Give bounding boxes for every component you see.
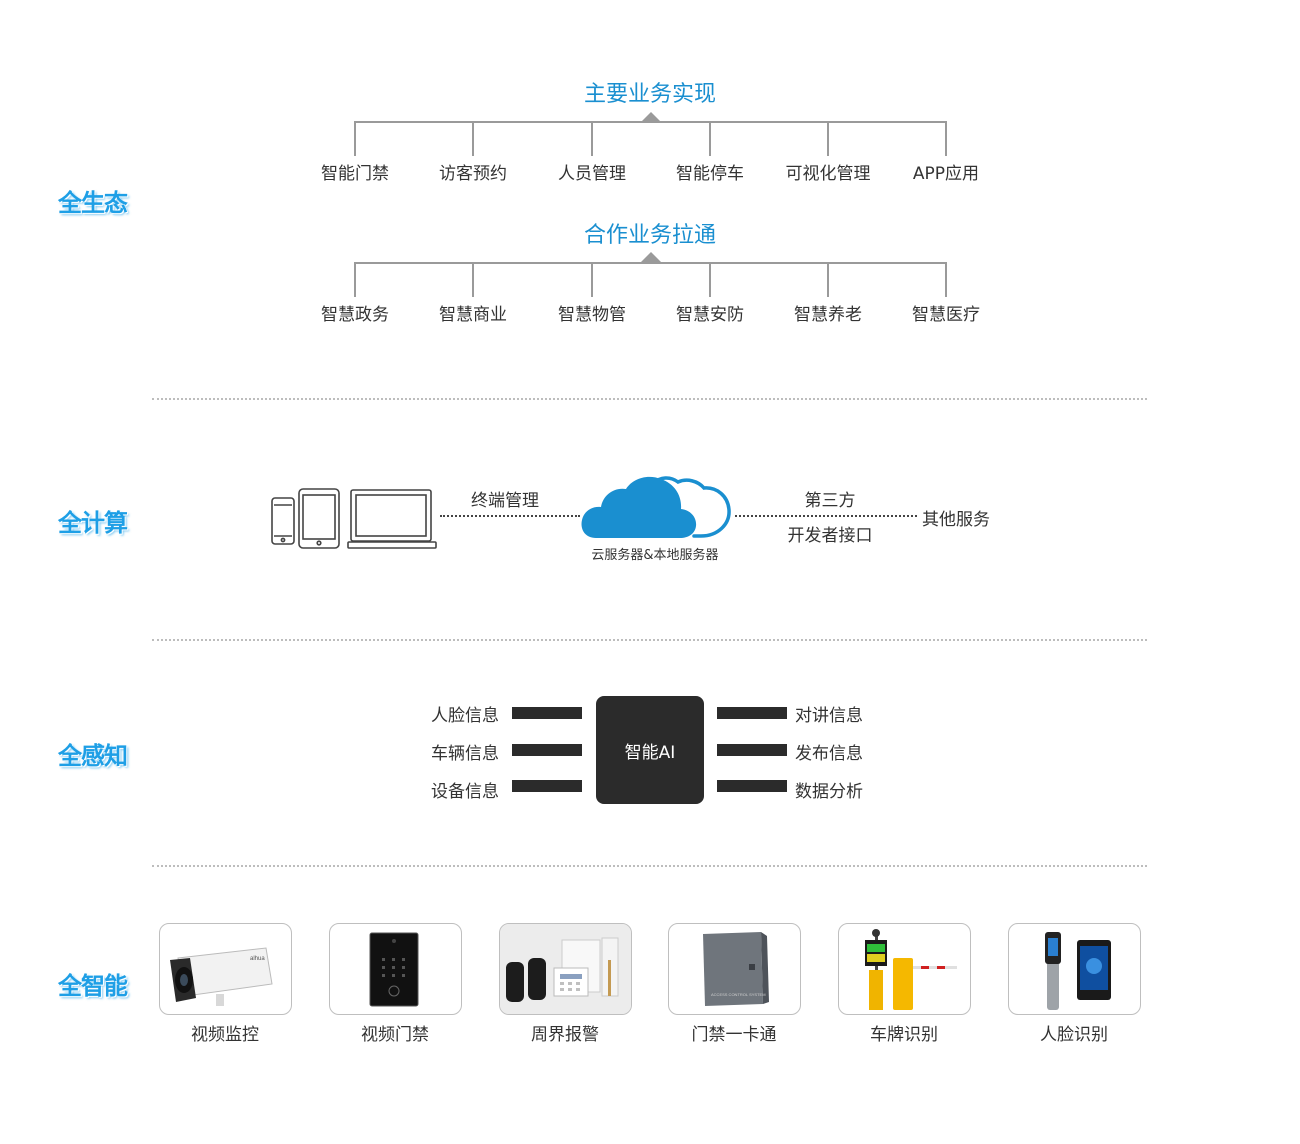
device-card-video-door[interactable]: [329, 923, 462, 1015]
video-door-icon: [369, 932, 419, 1007]
face-recognition-icon: [1045, 932, 1111, 1010]
ai-input-bar: [512, 780, 582, 792]
main-item: 可视化管理: [785, 164, 871, 184]
ai-input-label: 设备信息: [431, 782, 499, 802]
ai-input-label: 车辆信息: [431, 744, 499, 764]
third-party-label: 第三方: [804, 491, 856, 511]
section-label-ecology: 全生态: [58, 189, 128, 217]
main-tree-hline: [354, 121, 946, 123]
device-label: 视频门禁: [361, 1025, 429, 1045]
device-label: 车牌识别: [870, 1025, 938, 1045]
coop-tree-connector: [641, 252, 661, 262]
main-item: 人员管理: [558, 164, 626, 184]
coop-item: 智慧商业: [439, 305, 507, 325]
cloud-server-label: 云服务器&本地服务器: [591, 548, 719, 563]
section-label-smart: 全智能: [58, 972, 128, 1000]
ai-center-box: 智能AI: [596, 696, 704, 804]
terminal-management-label: 终端管理: [471, 491, 539, 511]
divider-2: [152, 639, 1147, 641]
coop-tree-drop: [472, 262, 474, 297]
section-label-sense: 全感知: [58, 742, 128, 770]
ai-output-bar: [717, 780, 787, 792]
main-item: 访客预约: [439, 164, 507, 184]
ai-output-label: 发布信息: [795, 744, 863, 764]
coop-tree-drop: [354, 262, 356, 297]
main-tree-drop: [354, 121, 356, 156]
main-item: APP应用: [912, 164, 980, 184]
device-card-camera[interactable]: alhua: [159, 923, 292, 1015]
ai-input-bar: [512, 744, 582, 756]
coop-tree-drop: [591, 262, 593, 297]
device-label: 视频监控: [191, 1025, 259, 1045]
ai-output-bar: [717, 744, 787, 756]
main-item: 智能门禁: [321, 164, 389, 184]
terminal-devices-icon: [271, 488, 437, 549]
coop-item: 智慧安防: [676, 305, 744, 325]
ai-output-label: 数据分析: [795, 782, 863, 802]
device-card-perimeter-alarm[interactable]: [499, 923, 632, 1015]
developer-api-label: 开发者接口: [787, 526, 873, 546]
access-control-icon: ACCESS CONTROL SYSTEM: [703, 932, 769, 1006]
coop-tree-hline: [354, 262, 946, 264]
svg-text:alhua: alhua: [250, 956, 265, 962]
barrier-gate-icon: [865, 929, 957, 1010]
main-tree-drop: [827, 121, 829, 156]
third-party-dotted-link: [735, 515, 917, 517]
divider-1: [152, 398, 1147, 400]
device-card-access-control[interactable]: ACCESS CONTROL SYSTEM: [668, 923, 801, 1015]
ai-output-bar: [717, 707, 787, 719]
main-tree-connector: [641, 112, 661, 122]
device-label: 人脸识别: [1040, 1025, 1108, 1045]
device-label: 门禁一卡通: [691, 1025, 777, 1045]
camera-icon: alhua: [170, 947, 273, 1006]
coop-business-title: 合作业务拉通: [583, 223, 716, 248]
coop-item: 智慧政务: [321, 305, 389, 325]
divider-3: [152, 865, 1147, 867]
other-services-label: 其他服务: [922, 510, 990, 530]
device-card-face-recognition[interactable]: [1008, 923, 1141, 1015]
ai-input-label: 人脸信息: [431, 706, 499, 726]
svg-text:ACCESS CONTROL SYSTEM: ACCESS CONTROL SYSTEM: [711, 992, 766, 997]
cloud-icon: [581, 476, 731, 538]
ai-input-bar: [512, 707, 582, 719]
perimeter-alarm-icon: [500, 924, 631, 1014]
coop-item: 智慧养老: [794, 305, 862, 325]
main-business-title: 主要业务实现: [583, 82, 716, 107]
ai-output-label: 对讲信息: [795, 706, 863, 726]
main-tree-drop: [945, 121, 947, 156]
coop-item: 智慧医疗: [912, 305, 980, 325]
coop-tree-drop: [945, 262, 947, 297]
device-card-plate-recognition[interactable]: [838, 923, 971, 1015]
section-label-compute: 全计算: [58, 509, 128, 537]
ai-center-label: 智能AI: [624, 743, 676, 763]
coop-tree-drop: [827, 262, 829, 297]
device-label: 周界报警: [531, 1025, 599, 1045]
coop-tree-drop: [709, 262, 711, 297]
coop-item: 智慧物管: [558, 305, 626, 325]
main-tree-drop: [472, 121, 474, 156]
main-tree-drop: [709, 121, 711, 156]
terminal-dotted-link: [440, 515, 580, 517]
main-item: 智能停车: [676, 164, 744, 184]
main-tree-drop: [591, 121, 593, 156]
